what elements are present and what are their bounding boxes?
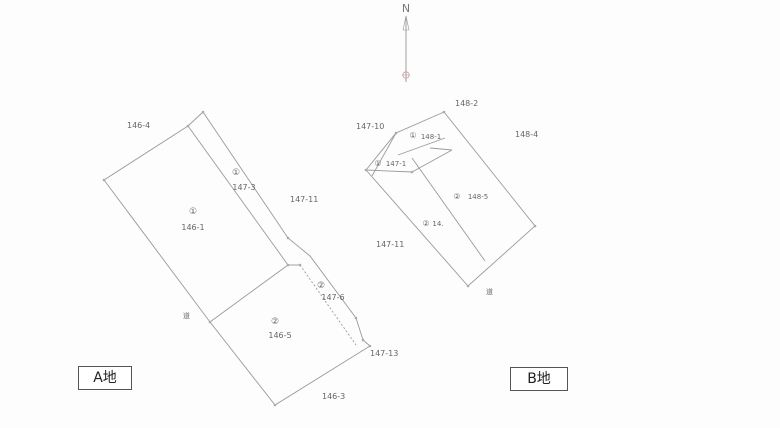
site-a-strip-number: 147-3 [232,183,255,192]
site-a-label: A地 [93,370,117,386]
site-b-label: B地 [527,371,551,387]
site-b-top-number: 148-1 [421,133,441,141]
site-a-split-line [209,264,289,323]
site-b-divider-b [397,137,446,156]
site-a-neighbor-bottom: 146-3 [322,392,345,401]
site-b-road-label: 道 [486,287,493,296]
site-a-lower-left-marker: ② [271,317,279,327]
site-a-main-number: 146-1 [181,223,204,232]
site-a-neighbor-top: 146-4 [127,121,150,130]
site-b-boundary [365,111,536,287]
site-b-neighbor-top: 148-2 [455,99,478,108]
site-a-strip-line [187,125,289,266]
site-a-lower-right-marker: ② [317,281,325,291]
site-b-left-marker: ① [374,159,381,168]
north-compass: N [402,2,410,82]
site-b-neighbor-right: 148-4 [515,130,538,139]
site-a-labels: 146-4 147-11 146-3 147-13 ① 146-1 ① 147-… [127,121,398,401]
site-b-label-box: B地 [510,367,568,391]
site-b-top-marker: ① [409,131,416,140]
site-b-center-marker: ② [422,219,429,228]
site-a-neighbor-bottom-right: 147-13 [370,349,398,358]
site-a-strip-marker: ① [232,168,240,178]
site-a-neighbor-right: 147-11 [290,195,318,204]
site-b-neighbor-left: 147-11 [376,240,404,249]
site-b-divider-a [371,132,397,177]
site-a-lower-right-number: 147-6 [321,293,344,302]
site-a-main-marker: ① [189,207,197,217]
site-a-lower-left-number: 146-5 [268,331,291,340]
site-a-road-label: 道 [183,311,190,320]
site-b-plat [364,110,537,288]
site-b-divider-c [365,169,413,173]
site-b-right-number: 148-5 [468,193,488,201]
site-a-label-box: A地 [78,366,132,390]
site-a-plat [102,110,372,407]
north-label: N [402,2,410,15]
site-b-right-marker: ② [453,192,460,201]
site-b-divider-e [411,157,486,262]
site-b-center-number: 14. [432,220,443,228]
site-b-divider-d [411,149,453,173]
site-b-neighbor-top-left: 147-10 [356,122,384,131]
site-b-left-number: 147-1 [386,160,406,168]
site-b-labels: 148-2 147-10 148-4 147-11 ① 148-1 ① 147-… [356,99,538,296]
site-a-boundary [103,111,371,406]
site-a-lower-divider [299,264,357,346]
